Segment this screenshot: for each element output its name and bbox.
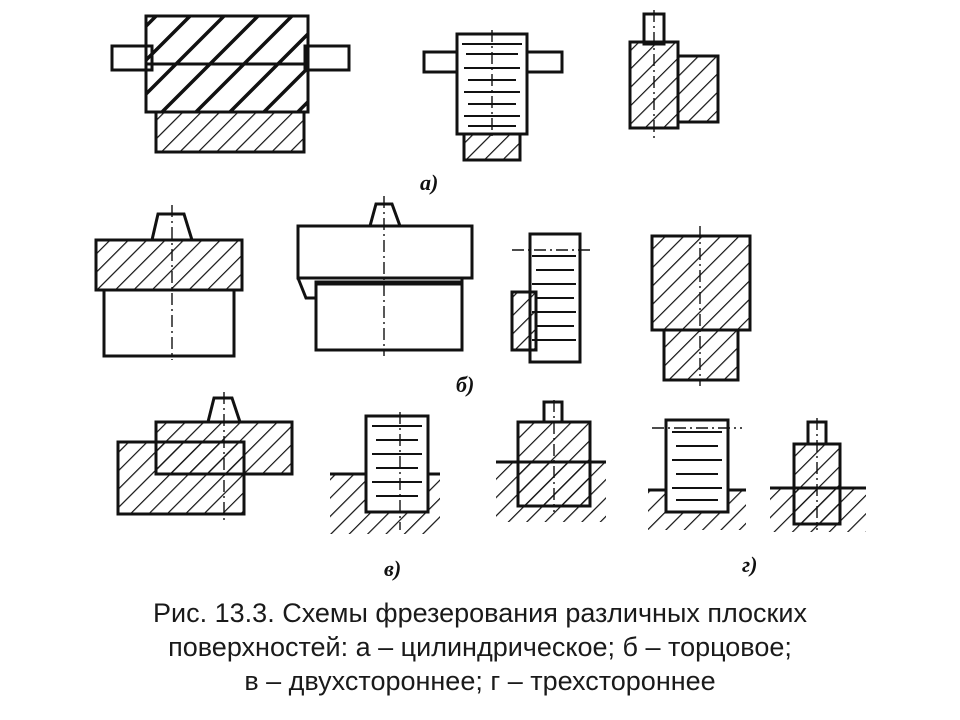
workpiece: [462, 132, 522, 162]
arbor-right: [303, 44, 351, 72]
label-v: в): [384, 556, 401, 581]
label-g: г): [742, 552, 757, 577]
workpiece: [314, 282, 464, 352]
milling-schemes-figure: а) б): [94, 10, 866, 581]
spindle: [542, 400, 564, 424]
caption-line-1: Рис. 13.3. Схемы фрезерования различных …: [153, 598, 807, 628]
end-mill: [650, 234, 752, 332]
label-b: б): [456, 372, 474, 397]
caption-line-3: в – двухстороннее; г – трехстороннее: [244, 666, 716, 696]
spindle: [368, 202, 403, 228]
figure-caption: Рис. 13.3. Схемы фрезерования различных …: [0, 596, 960, 698]
scheme-a-end-mill: [628, 10, 720, 140]
scheme-b-end-mill: [650, 226, 752, 386]
scheme-v-stepped: [116, 392, 294, 520]
scheme-v-end-mill: [496, 400, 606, 522]
workpiece: [102, 288, 236, 358]
scheme-b-side-cutter: [510, 232, 592, 364]
gang-cutter: [364, 414, 430, 514]
scheme-g-end-mill: [770, 418, 866, 532]
workpiece: [662, 328, 740, 382]
scheme-b-face-mill-2: [296, 196, 474, 356]
label-a: а): [420, 170, 438, 195]
scheme-v-disc-cutter: [330, 412, 440, 534]
caption-line-2: поверхностей: а – цилиндрическое; б – то…: [168, 632, 792, 662]
scheme-g-gang-cutter: [648, 418, 746, 530]
scheme-a-form-cutter: [422, 30, 564, 162]
workpiece: [154, 110, 306, 154]
workpiece: [510, 290, 538, 352]
workpiece: [676, 54, 720, 124]
scheme-a-cylindrical-wide: [110, 14, 351, 154]
gang-cutter: [664, 418, 730, 514]
face-mill: [296, 224, 474, 280]
scheme-b-face-mill-1: [94, 205, 244, 360]
face-mill: [94, 238, 244, 292]
